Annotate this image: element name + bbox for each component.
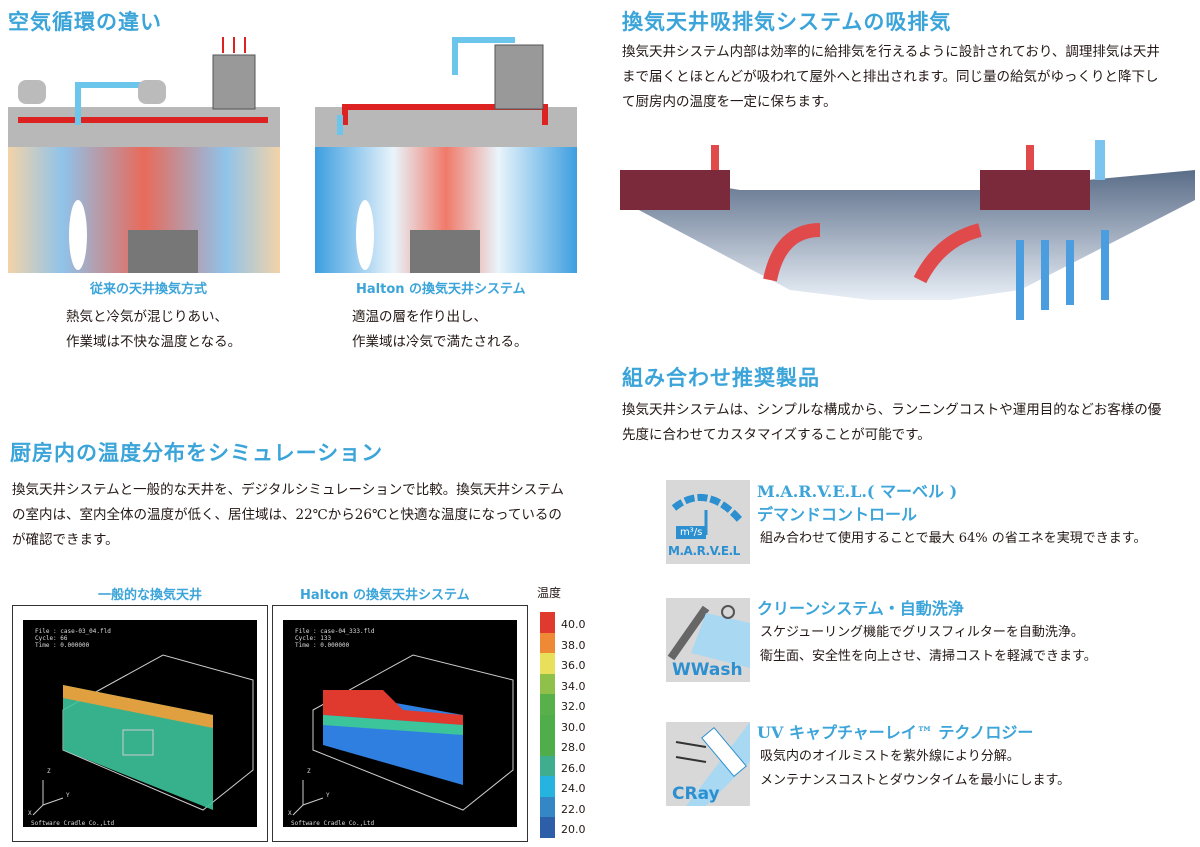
conventional-desc: 熱気と冷気が混じりあい、 作業域は不快な温度となる。 [66,305,241,355]
sim-right-label: Halton の換気天井システム [300,588,470,603]
sim-time: Time : 0.000000 [295,642,350,649]
product-title: UV キャプチャーレイ™ テクノロジー [757,723,1034,742]
sim-cycle: Cycle: 133 [295,635,332,642]
desc-line: 先度に合わせてカスタマイズすることが可能です。 [622,427,931,443]
wwash-icon: WWash [666,598,750,682]
sim-file: File : case-03_04.fld [35,628,111,635]
wwash-icon-text: WWash [672,660,743,680]
legend-swatch [540,653,555,674]
legend-swatch [540,632,555,653]
legend-label: 30.0 [561,720,586,734]
desc-line: て厨房内の温度を一定に保ちます。 [622,94,837,110]
sim-file: File : case-04_333.fld [295,628,375,635]
product-title: クリーンシステム・自動洗浄 [757,599,964,618]
products-desc: 換気天井システムは、シンプルな構成から、ランニングコストや運用目的などお客様の優… [622,398,1161,448]
desc-line: 換気天井システム内部は効率的に給排気を行えるように設計されており、調理排気は天井 [622,44,1160,60]
sim-cycle: Cycle: 66 [35,635,68,642]
axis-z: Z [307,768,311,775]
product-desc: 衛生面、安全性を向上させ、清掃コストを軽減できます。 [760,649,1097,664]
product-desc: スケジューリング機能でグリスフィルターを自動洗浄。 [760,625,1084,640]
desc-line: が確認できます。 [12,532,119,548]
cray-icon: CRay [666,722,750,806]
legend-label: 40.0 [561,618,586,631]
desc-line: 適温の層を作り出し、 [352,309,487,325]
section-title-exhaust: 換気天井吸排気システムの吸排気 [622,9,952,34]
conventional-diagram [8,35,280,273]
conventional-caption: 従来の天井換気方式 [90,282,208,297]
legend-title: 温度 [537,586,562,600]
marvel-icon: m³/s M.A.R.V.E.L [666,480,750,564]
desc-line: 換気天井システムと一般的な天井を、デジタルシミュレーションで比較。換気天井システ… [12,482,564,498]
halton-caption: Halton の換気天井システム [356,282,526,297]
marvel-icon-text: M.A.R.V.E.L [668,544,740,558]
cray-icon-text: CRay [672,784,720,804]
axis-x: X [28,810,32,817]
sim-left-panel: File : case-03_04.fld Cycle: 66 Time : 0… [12,605,268,842]
product-desc: 吸気内のオイルミストを紫外線により分解。 [760,749,1020,764]
marvel-unit: m³/s [676,526,707,539]
sim-time: Time : 0.000000 [35,642,90,649]
desc-line: 換気天井システムは、シンプルな構成から、ランニングコストや運用目的などお客様の優 [622,402,1162,418]
legend-swatch [540,817,555,838]
section-title-air-circulation: 空気循環の違い [8,9,162,34]
legend-swatch [540,755,555,776]
legend-label: 38.0 [561,638,586,652]
legend-label: 34.0 [561,679,586,693]
section-title-simulation: 厨房内の温度分布をシミュレーション [10,440,384,465]
product-desc: 組み合わせて使用することで最大 64% の省エネを実現できます。 [760,531,1147,546]
legend-swatch [540,796,555,817]
legend-label: 26.0 [561,761,586,775]
legend-swatch [540,776,555,797]
legend-swatch [540,735,555,756]
legend-label: 36.0 [561,659,586,672]
desc-line: の室内は、室内全体の温度が低く、居住域は、22℃から26℃と快適な温度になってい… [12,507,562,523]
legend-swatch [540,612,555,633]
desc-line: 熱気と冷気が混じりあい、 [66,309,228,325]
sim-right-panel: File : case-04_333.fld Cycle: 133 Time :… [272,605,528,842]
legend-swatch [540,673,555,694]
sim-left-label: 一般的な換気天井 [98,588,203,603]
product-desc: メンテナンスコストとダウンタイムを最小にします。 [760,773,1071,788]
simulation-desc: 換気天井システムと一般的な天井を、デジタルシミュレーションで比較。換気天井システ… [12,478,564,553]
sim-credit: Software Cradle Co.,Ltd [291,820,375,827]
product-subtitle: デマンドコントロール [757,505,918,524]
product-title: M.A.R.V.E.L.( マーベル ) [757,482,958,501]
desc-line: まで届くとほとんどが吸われて屋外へと排出されます。同じ量の給気がゆっくりと降下し [622,69,1159,85]
legend-label: 32.0 [561,700,586,713]
legend-label: 22.0 [561,802,586,816]
legend-label: 28.0 [561,741,586,754]
ceiling-illustration [620,140,1195,330]
halton-desc: 適温の層を作り出し、 作業域は冷気で満たされる。 [352,305,528,355]
exhaust-desc: 換気天井システム内部は効率的に給排気を行えるように設計されており、調理排気は天井… [622,40,1160,115]
sim-credit: Software Cradle Co.,Ltd [31,820,115,827]
legend-swatch [540,714,555,735]
desc-line: 作業域は不快な温度となる。 [66,334,242,350]
legend-swatch [540,694,555,715]
axis-x: X [288,810,292,817]
desc-line: 作業域は冷気で満たされる。 [352,334,528,350]
halton-diagram [315,35,577,273]
legend-label: 24.0 [561,782,586,795]
axis-y: Y [66,792,70,799]
section-title-products: 組み合わせ推奨製品 [622,365,820,390]
axis-y: Y [326,792,330,799]
axis-z: Z [47,768,51,775]
legend-label: 20.0 [561,823,586,836]
